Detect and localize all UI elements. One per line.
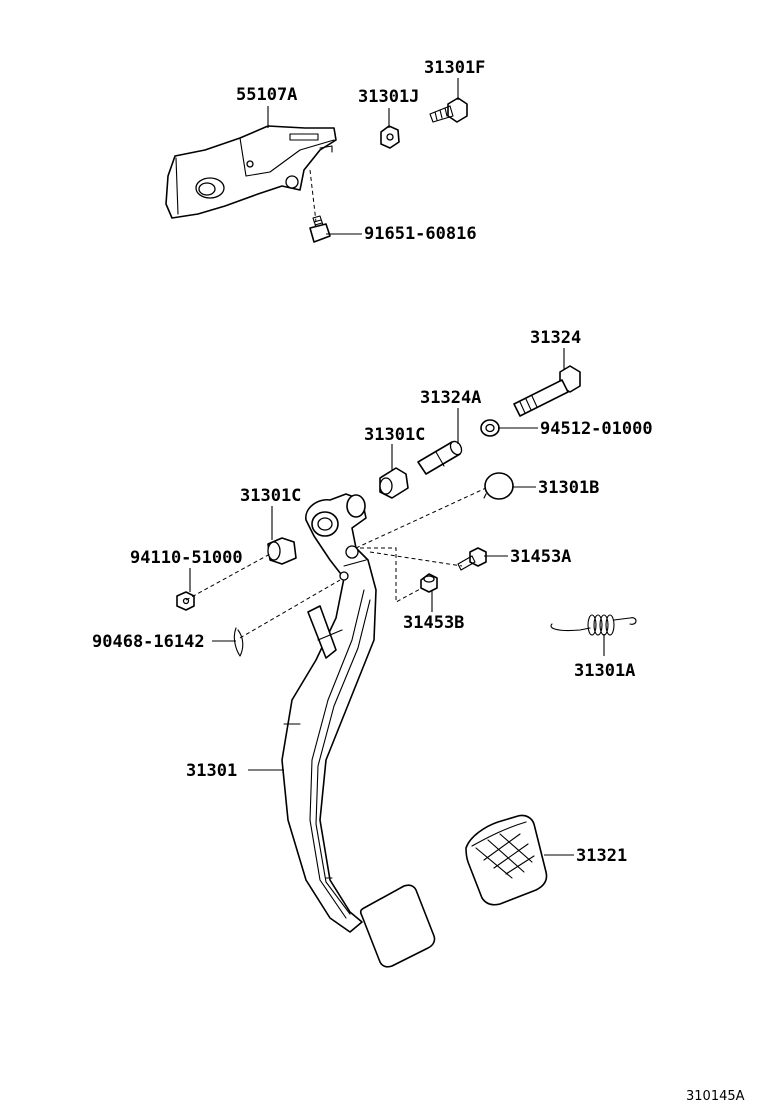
cap-guide-line [355,487,487,549]
bushing-31301c-lower [267,537,297,565]
bolt-91651-60816 [309,215,331,243]
diagram-code: 310145A [686,1089,745,1104]
label-94110-51000: 94110-51000 [130,548,243,568]
bracket-bolt-guide [309,169,317,223]
label-31301f: 31301F [424,58,485,78]
label-31301b: 31301B [538,478,599,498]
pin-31324a [417,440,463,475]
bolt-31324 [513,365,581,417]
label-31301: 31301 [186,761,237,781]
clip-guide-line [239,579,341,639]
pedal-pad-assembled [359,884,436,968]
label-31301c-upper: 31301C [364,425,425,445]
bolt-31301f [429,97,468,123]
stopper-31453a [457,547,487,571]
label-31324: 31324 [530,328,581,348]
stopper-a-guide-line [369,551,463,567]
cap-31301b [483,472,514,500]
label-31321: 31321 [576,846,627,866]
label-31301c-lower: 31301C [240,486,301,506]
label-31324a: 31324A [420,388,481,408]
stopper-guide-line [360,547,423,603]
label-31453b: 31453B [403,613,464,633]
label-31301a: 31301A [574,661,635,681]
spring-31301a [550,614,637,636]
label-31453a: 31453A [510,547,571,567]
bracket-55107a [165,125,337,219]
nut-94512-01000 [480,419,500,437]
stopper-31453b [420,573,438,593]
clip-90468-16142 [233,627,244,657]
label-94512-01000: 94512-01000 [540,419,653,439]
pedal-pad-31321 [465,814,548,906]
label-91651-60816: 91651-60816 [364,224,477,244]
nut-94110-51000 [176,591,195,611]
label-55107a: 55107A [236,85,297,105]
nut-31301j [380,125,400,149]
label-90468-16142: 90468-16142 [92,632,205,652]
leader-lines [189,78,605,856]
pedal-arm-31301 [281,493,377,933]
label-31301j: 31301J [358,87,419,107]
nut-guide-line [185,553,271,601]
bushing-31301c-upper [379,467,409,499]
